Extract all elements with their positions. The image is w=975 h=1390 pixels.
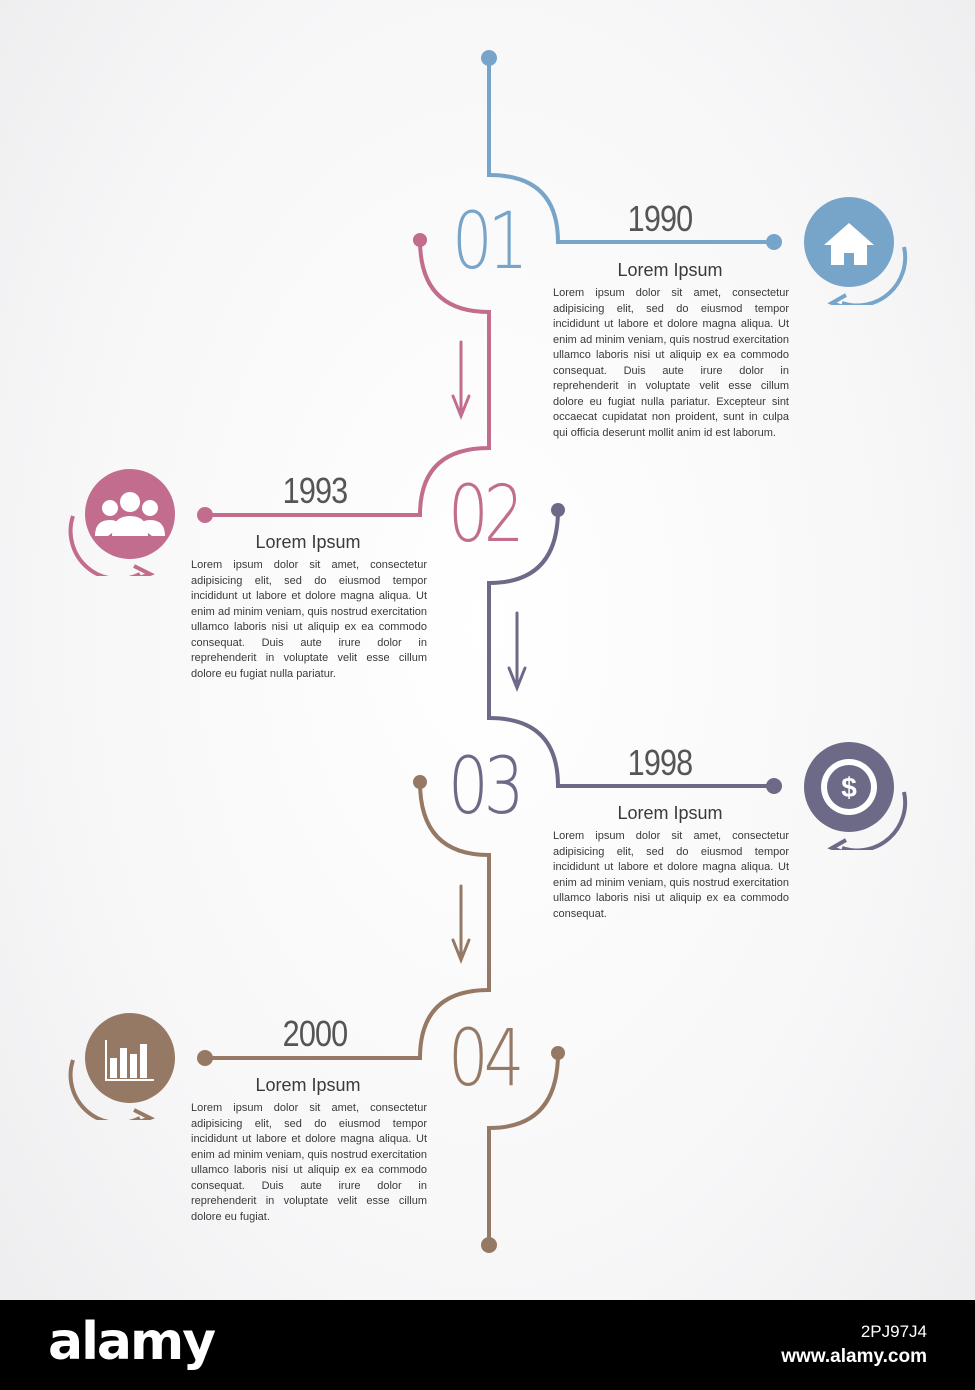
step-body-4: Lorem ipsum dolor sit amet, consectetur … [191, 1102, 427, 1223]
dollar-coin-icon: $ [804, 742, 908, 850]
timeline-connector [197, 50, 782, 1253]
step-body-1: Lorem ipsum dolor sit amet, consectetur … [553, 287, 789, 439]
step-year-2: 1993 [282, 470, 349, 511]
home-icon [804, 197, 908, 305]
timeline-segment-3 [487, 503, 782, 794]
site-url: www.alamy.com [781, 1346, 927, 1367]
people-icon [68, 469, 175, 576]
step-number-1: 01 [452, 197, 528, 287]
step-title-2: Lorem Ipsum [255, 532, 361, 552]
step-number-3: 03 [448, 742, 524, 832]
step-title-4: Lorem Ipsum [255, 1075, 361, 1095]
timeline-segment-1 [481, 50, 782, 250]
timeline-segment-4 [197, 775, 565, 1253]
bar-chart-icon [68, 1013, 175, 1120]
footer-bar: alamy 2PJ97J4 www.alamy.com [0, 1300, 975, 1390]
svg-text:$: $ [841, 772, 857, 803]
step-title-1: Lorem Ipsum [617, 260, 723, 280]
step-number-2: 02 [448, 470, 524, 560]
step-body-2: Lorem ipsum dolor sit amet, consectetur … [191, 559, 427, 680]
step-year-1: 1990 [627, 198, 694, 239]
brand-logo: alamy [48, 1312, 216, 1372]
timeline-segment-2 [197, 233, 491, 523]
step-year-3: 1998 [627, 742, 694, 783]
step-title-3: Lorem Ipsum [617, 803, 723, 823]
step-number-4: 04 [448, 1014, 524, 1104]
step-year-4: 2000 [282, 1013, 349, 1054]
image-id: 2PJ97J4 [860, 1322, 927, 1341]
step-body-3: Lorem ipsum dolor sit amet, consectetur … [553, 830, 789, 920]
